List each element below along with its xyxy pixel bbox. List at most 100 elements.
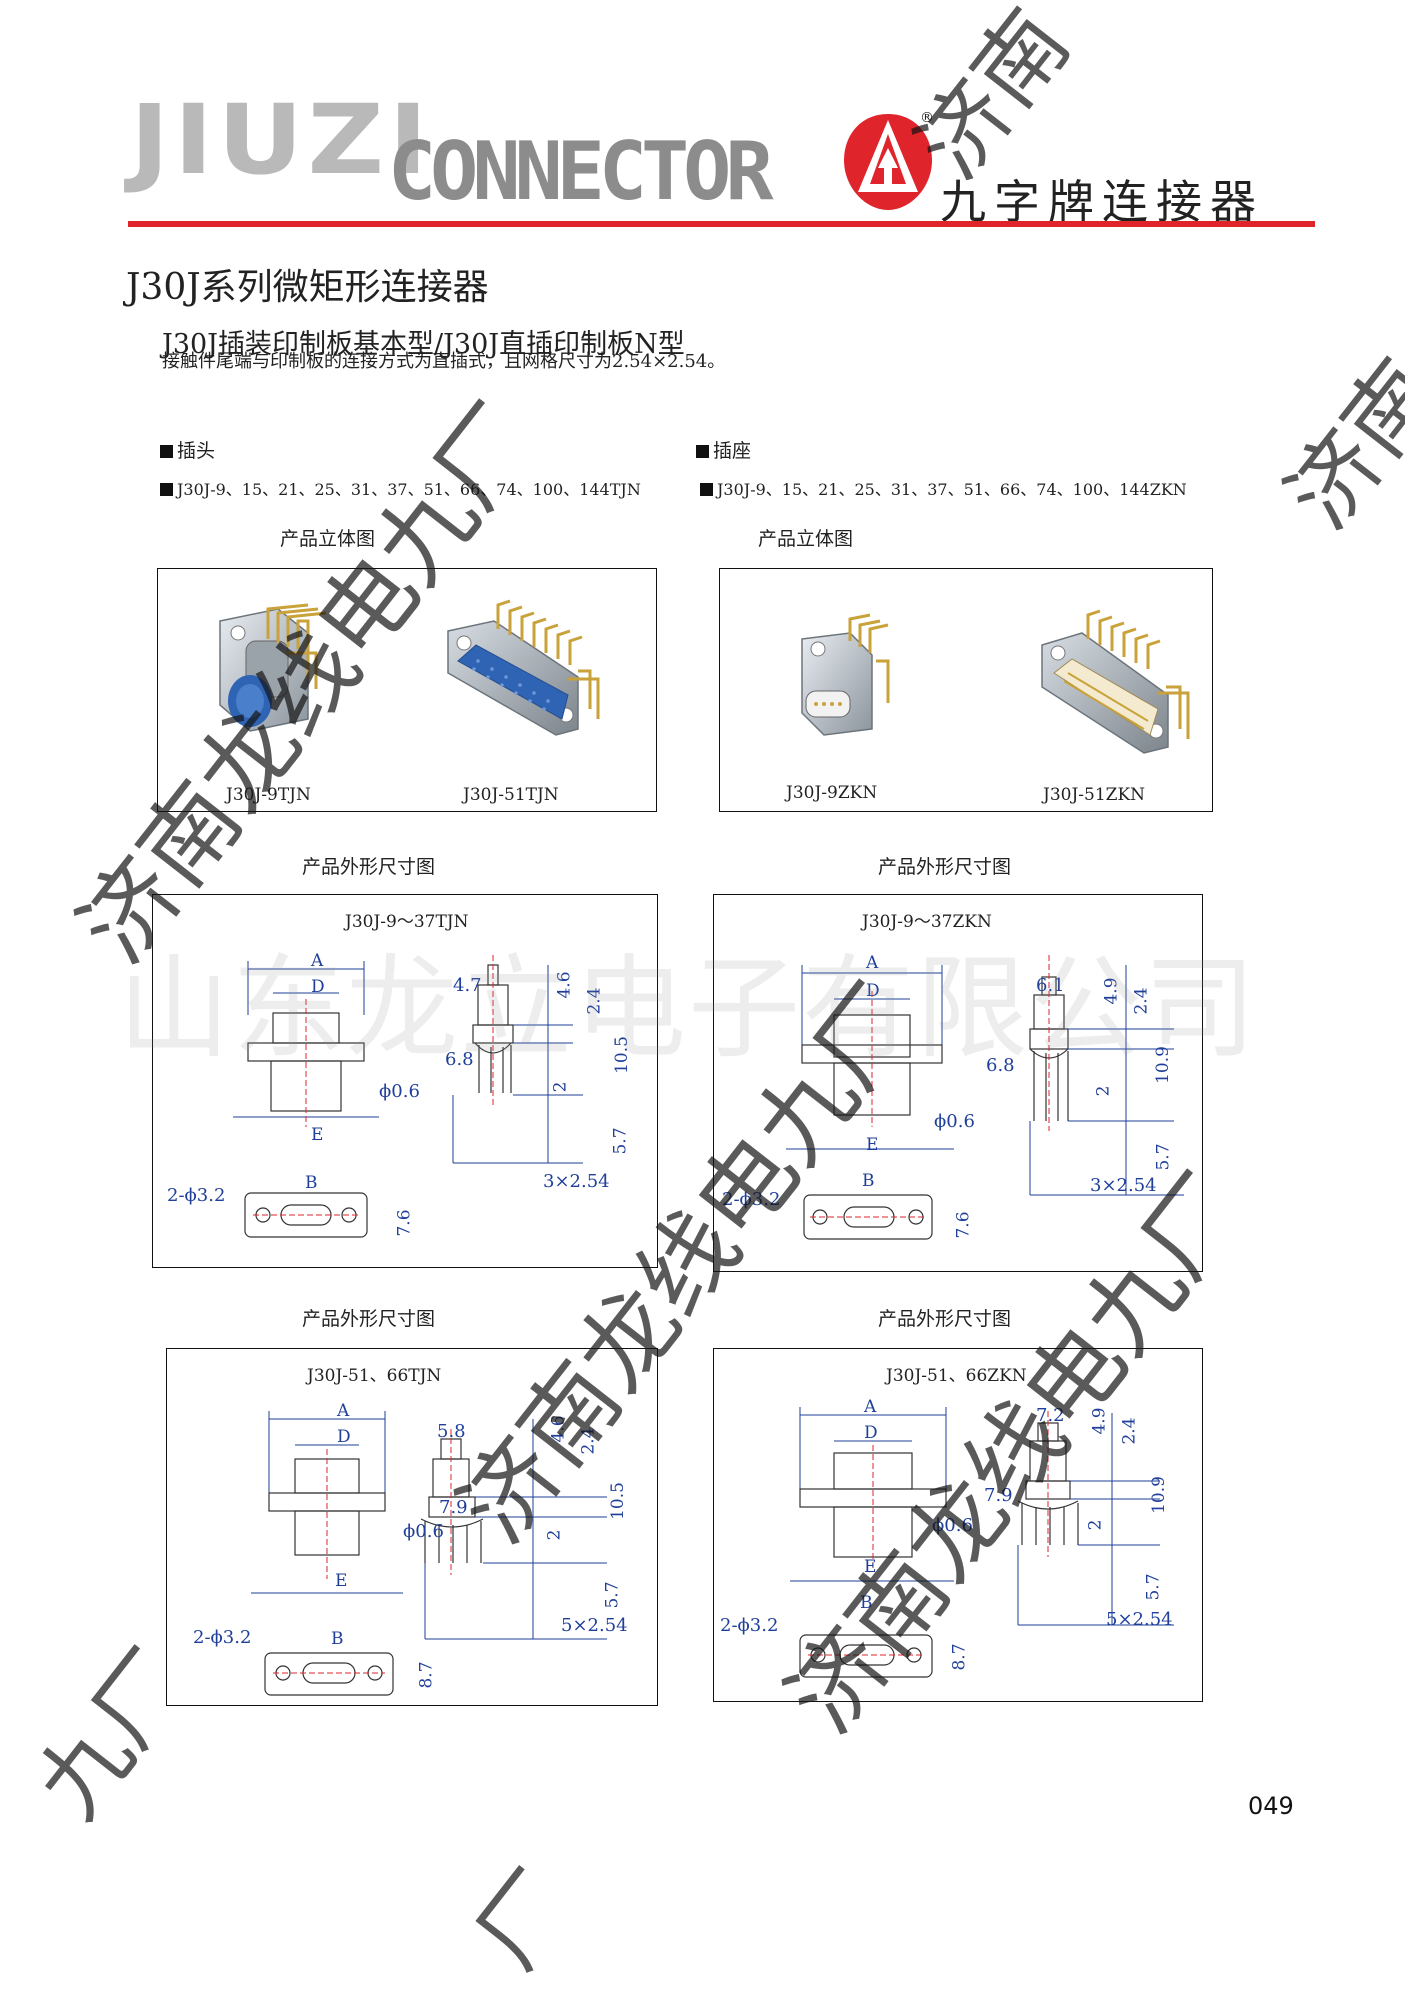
brand-connector: CONNECTOR <box>388 125 773 218</box>
bullet-square-icon <box>160 445 173 458</box>
dim-depth: 7.6 <box>953 1211 974 1239</box>
socket-models-text: J30J-9、15、21、25、31、37、51、66、74、100、144ZK… <box>717 480 1187 499</box>
socket-small-shape <box>801 613 890 736</box>
dim-h1: 4.9 <box>1089 1407 1110 1435</box>
dim-depth: 8.7 <box>416 1661 437 1689</box>
label-socket-large: J30J-51ZKN <box>1043 785 1146 805</box>
dim-B: B <box>305 1173 318 1193</box>
dim-w2: 6.8 <box>445 1049 474 1070</box>
dim-E: E <box>864 1557 877 1577</box>
dim-drawing-bl: J30J-51、66TJN A D E B 5.8 7.9 ϕ0.6 2-ϕ3.… <box>166 1348 658 1706</box>
page-number: 049 <box>1248 1792 1294 1820</box>
dim-h2: 2.4 <box>578 1427 599 1455</box>
dim-A: A <box>864 1397 877 1417</box>
dim-pitch: 5×2.54 <box>561 1615 628 1636</box>
caption-dim-tl: 产品外形尺寸图 <box>302 856 436 878</box>
watermark-corner-right: 济南 <box>1266 341 1405 548</box>
dim-h5: 5.7 <box>1153 1143 1174 1171</box>
dim-drawing-tl: J30J-9～37TJN A D E B 4.7 6.8 ϕ0.6 2-ϕ3.2… <box>152 894 658 1268</box>
plug-models-text: J30J-9、15、21、25、31、37、51、66、74、100、144TJ… <box>177 480 641 499</box>
socket-heading-text: 插座 <box>713 440 752 462</box>
dim-h2: 2.4 <box>1131 987 1152 1015</box>
dim-w2: 7.9 <box>439 1497 468 1518</box>
dim-w1: 6.1 <box>1036 975 1065 996</box>
dim-pin: ϕ0.6 <box>932 1515 973 1536</box>
dim-h5: 5.7 <box>610 1127 631 1155</box>
dim-holes: 2-ϕ3.2 <box>720 1615 779 1636</box>
dim-h5: 5.7 <box>1143 1573 1164 1601</box>
dim-depth: 8.7 <box>949 1643 970 1671</box>
drawing-svg <box>790 1407 1174 1678</box>
dim-pin: ϕ0.6 <box>379 1081 420 1102</box>
dim-h3: 10.5 <box>607 1482 628 1520</box>
bullet-square-icon <box>700 483 713 496</box>
plug-models: J30J-9、15、21、25、31、37、51、66、74、100、144TJ… <box>160 476 641 500</box>
dim-h5: 5.7 <box>602 1581 623 1609</box>
dim-drawing-br: J30J-51、66ZKN A D E B 7.2 7.9 ϕ0.6 2-ϕ3.… <box>713 1348 1203 1702</box>
dim-D: D <box>864 1423 878 1443</box>
dim-holes: 2-ϕ3.2 <box>722 1189 781 1210</box>
photo-box-socket: J30J-9ZKN J30J-51ZKN <box>719 568 1213 812</box>
page-subtitle: J30J插装印制板基本型/J30J直插印制板N型 <box>162 329 685 360</box>
dim-A: A <box>337 1401 350 1421</box>
plug-heading-text: 插头 <box>177 440 216 462</box>
dim-pitch: 5×2.54 <box>1106 1609 1173 1630</box>
dim-B: B <box>862 1171 875 1191</box>
socket-render <box>801 609 1190 754</box>
dim-E: E <box>335 1571 348 1591</box>
label-plug-small: J30J-9TJN <box>226 785 311 805</box>
dim-w1: 5.8 <box>437 1421 466 1442</box>
brand-jiuzi: JIUZI <box>130 84 433 196</box>
plug-render <box>219 599 600 736</box>
caption-dim-br: 产品外形尺寸图 <box>878 1308 1012 1330</box>
caption-dim-bl: 产品外形尺寸图 <box>302 1308 436 1330</box>
dim-pin: ϕ0.6 <box>403 1521 444 1542</box>
caption-photo-socket: 产品立体图 <box>758 528 854 550</box>
plug-heading: 插头 <box>160 436 215 463</box>
plug-small-shape <box>219 603 327 732</box>
drawing-title: J30J-9～37ZKN <box>862 912 992 932</box>
socket-large-shape <box>1041 609 1190 754</box>
caption-dim-tr: 产品外形尺寸图 <box>878 856 1012 878</box>
dim-h2: 2.4 <box>1119 1417 1140 1445</box>
header-divider <box>128 221 1315 227</box>
drawing-title: J30J-9～37TJN <box>345 912 469 932</box>
dim-A: A <box>311 951 324 971</box>
bullet-square-icon <box>160 483 173 496</box>
label-plug-large: J30J-51TJN <box>463 785 559 805</box>
dim-D: D <box>311 977 325 997</box>
dim-h4: 2 <box>1085 1519 1106 1531</box>
dim-D: D <box>866 981 880 1001</box>
caption-photo-plug: 产品立体图 <box>280 528 376 550</box>
dim-h4: 2 <box>550 1081 571 1093</box>
dim-drawing-tr: J30J-9～37ZKN A D E B 6.1 6.8 ϕ0.6 2-ϕ3.2… <box>713 894 1203 1272</box>
dim-holes: 2-ϕ3.2 <box>193 1627 252 1648</box>
dim-w2: 7.9 <box>984 1485 1013 1506</box>
brand-chinese-name: 九字牌连接器 <box>940 175 1264 229</box>
dim-w1: 4.7 <box>453 975 482 996</box>
drawing-svg <box>251 1411 607 1696</box>
photo-box-plug: J30J-9TJN J30J-51TJN <box>157 568 657 812</box>
dim-h4: 2 <box>1093 1085 1114 1097</box>
watermark-corner-bottom: 厂 <box>456 1852 595 1988</box>
dim-E: E <box>866 1135 879 1155</box>
plug-large-shape <box>447 599 600 736</box>
dim-depth: 7.6 <box>394 1209 415 1237</box>
dim-w2: 6.8 <box>986 1055 1015 1076</box>
socket-heading: 插座 <box>696 436 751 463</box>
dim-h1: 4.9 <box>1101 977 1122 1005</box>
dim-B: B <box>331 1629 344 1649</box>
dim-h3: 10.5 <box>611 1036 632 1074</box>
label-socket-small: J30J-9ZKN <box>786 783 878 803</box>
dim-A: A <box>866 953 879 973</box>
brand-logo <box>844 114 932 210</box>
dim-pin: ϕ0.6 <box>934 1111 975 1132</box>
dim-E: E <box>311 1125 324 1145</box>
dim-holes: 2-ϕ3.2 <box>167 1185 226 1206</box>
drawing-title: J30J-51、66ZKN <box>886 1366 1027 1386</box>
dim-h3: 10.9 <box>1148 1476 1169 1514</box>
registered-mark: ® <box>920 110 934 126</box>
dim-h3: 10.9 <box>1152 1046 1173 1084</box>
socket-models: J30J-9、15、21、25、31、37、51、66、74、100、144ZK… <box>700 476 1187 500</box>
dim-D: D <box>337 1427 351 1447</box>
